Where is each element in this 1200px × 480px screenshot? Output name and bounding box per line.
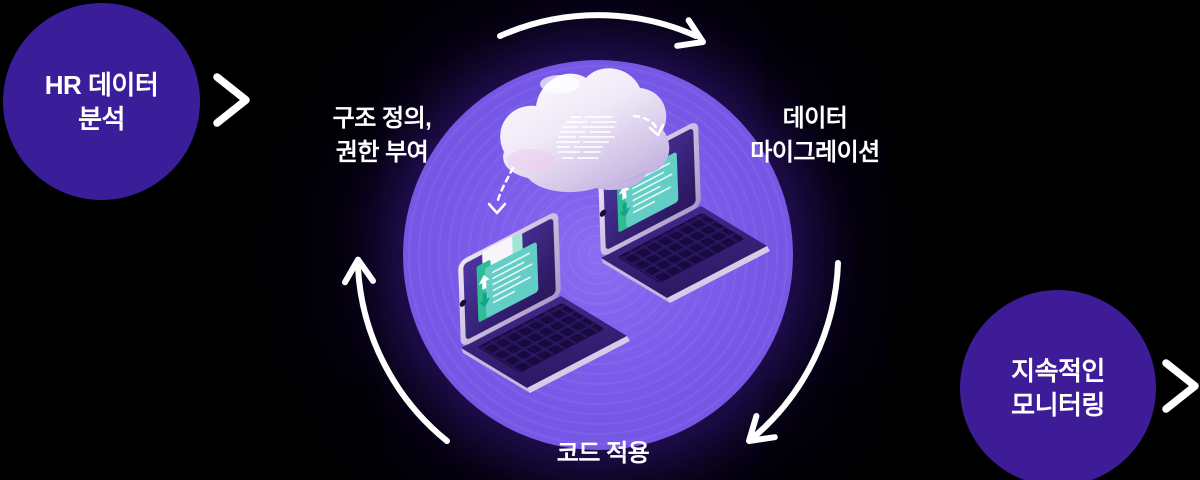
node-hr-analysis-line1: HR 데이터 xyxy=(44,69,159,100)
cloud-icon xyxy=(500,68,670,193)
label-apply-code: 코드 적용 xyxy=(493,437,713,471)
label-define-permissions: 구조 정의, 권한 부여 xyxy=(272,102,492,170)
node-hr-analysis-line2: 분석 xyxy=(78,103,125,134)
dashed-arrow-cloud-to-left-laptop-icon xyxy=(487,166,515,215)
node-continuous-monitoring-line1: 지속적인 xyxy=(1011,356,1105,386)
label-define-line2: 권한 부여 xyxy=(335,139,429,166)
cycle-arrow-left-icon xyxy=(342,256,450,444)
exit-arrow-icon xyxy=(1120,359,1199,413)
cloud-code-lines xyxy=(556,116,617,159)
label-migration-line2: 마이그레이션 xyxy=(750,139,880,166)
label-define-line1: 구조 정의, xyxy=(332,105,432,132)
label-apply-line1: 코드 적용 xyxy=(556,440,650,467)
flow-arrow-right-icon xyxy=(164,73,250,127)
label-data-migration: 데이터 마이그레이션 xyxy=(705,102,925,170)
cycle-arrow-right-icon xyxy=(746,260,841,444)
cycle-arrow-top-icon xyxy=(497,12,706,49)
node-continuous-monitoring-line2: 모니터링 xyxy=(1011,390,1105,420)
dashed-arrow-cloud-to-right-laptop-icon xyxy=(632,114,665,137)
label-migration-line1: 데이터 xyxy=(782,105,848,132)
